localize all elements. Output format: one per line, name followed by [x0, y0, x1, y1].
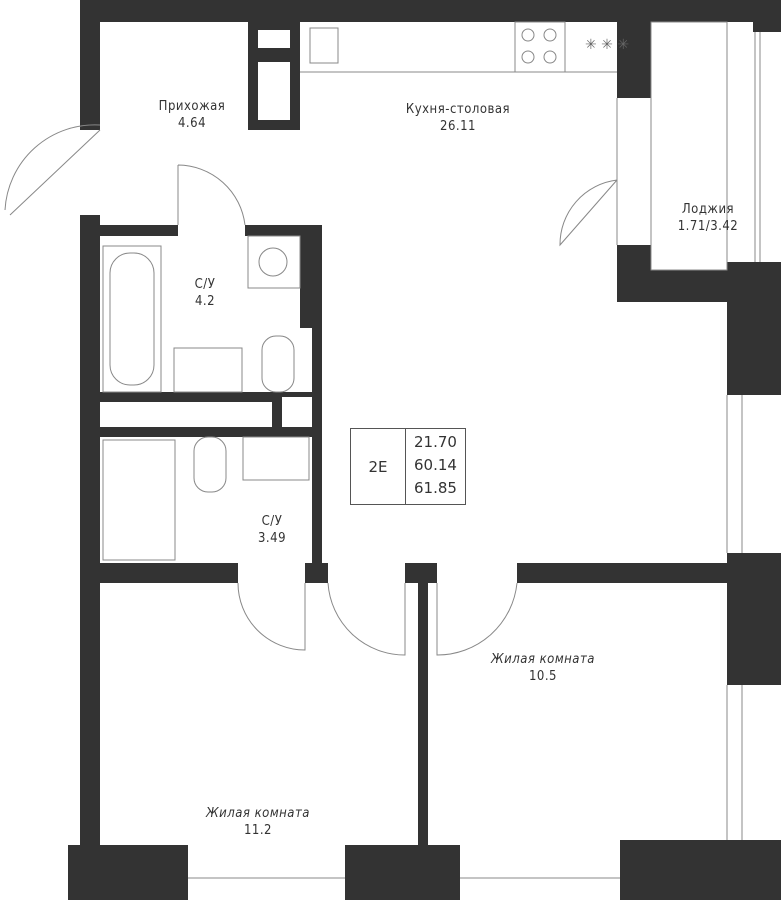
apartment-info-box: 2E 21.70 60.14 61.85 — [350, 428, 466, 505]
walls — [68, 0, 781, 900]
apartment-code: 2E — [351, 429, 406, 504]
living-area: 21.70 — [414, 433, 457, 451]
snowflake-icons: ✳ ✳ ✳ — [585, 37, 629, 53]
total-area: 60.14 — [414, 456, 457, 474]
fixtures — [4, 21, 761, 879]
area-with-loggia: 61.85 — [414, 479, 457, 497]
